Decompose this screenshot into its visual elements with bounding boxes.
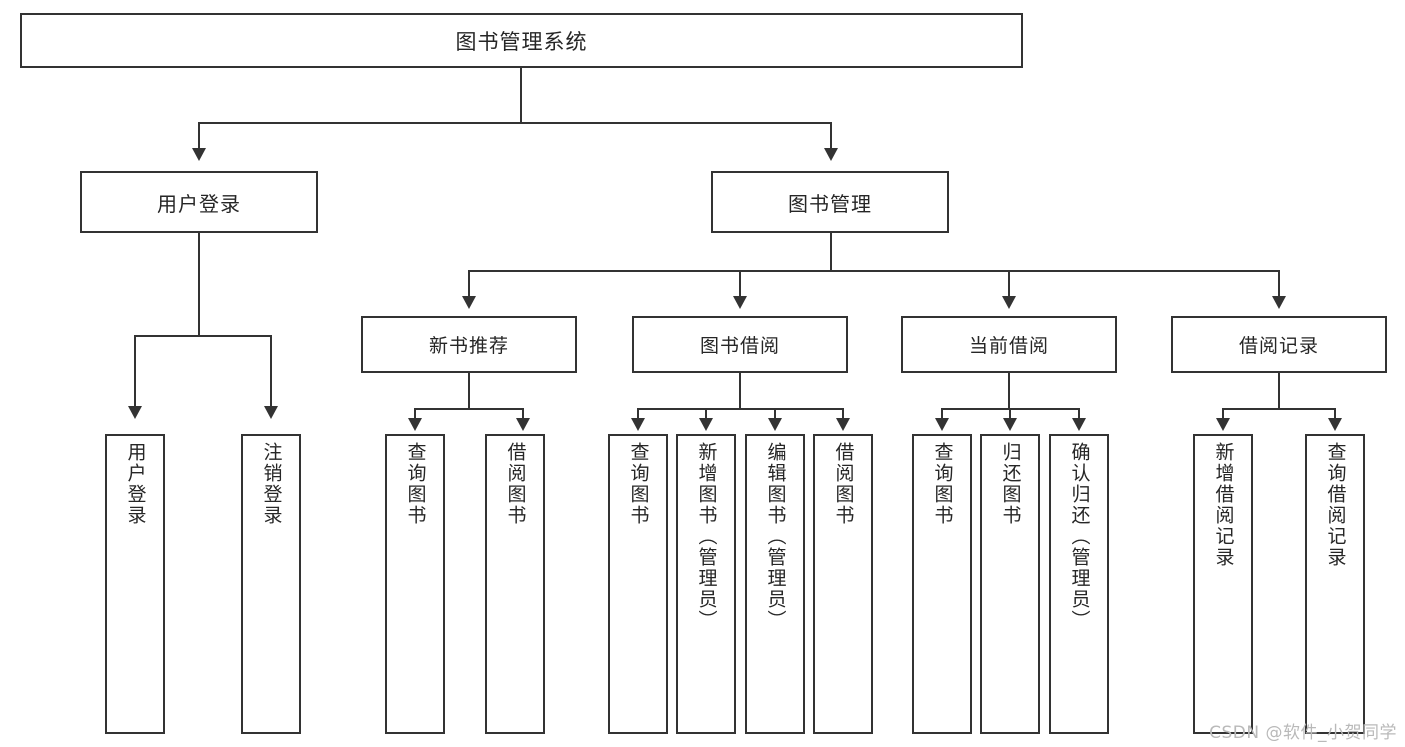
node-new-book-recommend-label: 新书推荐 xyxy=(428,335,509,357)
leaf-borrow-record-query[interactable]: 查询借阅记录 xyxy=(1305,434,1365,734)
connector-book-borrow-to-leaf-3 xyxy=(774,408,776,420)
arrow-new-book-to-leaf-1 xyxy=(408,418,422,431)
leaf-book-borrow-edit[interactable]: 编辑图书（管理员） xyxy=(745,434,805,734)
leaf-current-borrow-query[interactable]: 查询图书 xyxy=(912,434,972,734)
leaf-current-borrow-return-label: 归还图书 xyxy=(999,442,1022,526)
arrow-book-borrow-to-leaf-2 xyxy=(699,418,713,431)
leaf-book-borrow-borrow[interactable]: 借阅图书 xyxy=(813,434,873,734)
leaf-new-book-query[interactable]: 查询图书 xyxy=(385,434,445,734)
node-book-borrow[interactable]: 图书借阅 xyxy=(632,316,848,373)
connector-book-mgmt-to-new-book xyxy=(468,270,470,298)
connector-current-borrow-to-leaf-3 xyxy=(1078,408,1080,420)
leaf-current-borrow-return[interactable]: 归还图书 xyxy=(980,434,1040,734)
connector-current-borrow-to-leaf-2 xyxy=(1009,408,1011,420)
node-borrow-record-label: 借阅记录 xyxy=(1238,335,1319,357)
arrow-root-to-book-mgmt xyxy=(824,148,838,161)
leaf-user-login-logout[interactable]: 注销登录 xyxy=(241,434,301,734)
connector-book-borrow-to-leaf-2 xyxy=(705,408,707,420)
arrow-book-borrow-to-leaf-1 xyxy=(631,418,645,431)
connector-book-borrow-stem xyxy=(739,373,741,409)
connector-book-borrow-to-leaf-4 xyxy=(842,408,844,420)
connector-user-login-bus xyxy=(134,335,270,337)
connector-book-mgmt-to-borrow-record xyxy=(1278,270,1280,298)
connector-current-borrow-to-leaf-1 xyxy=(941,408,943,420)
connector-root-stem xyxy=(520,68,522,123)
leaf-book-borrow-query-label: 查询图书 xyxy=(627,442,650,526)
arrow-borrow-record-to-leaf-1 xyxy=(1216,418,1230,431)
connector-book-mgmt-bus xyxy=(468,270,1279,272)
node-borrow-record[interactable]: 借阅记录 xyxy=(1171,316,1387,373)
connector-user-login-to-leaf-2 xyxy=(270,335,272,408)
leaf-book-borrow-add-label: 新增图书（管理员） xyxy=(695,442,718,631)
node-current-borrow-label: 当前借阅 xyxy=(968,335,1049,357)
connector-new-book-to-leaf-2 xyxy=(522,408,524,420)
connector-book-borrow-bus xyxy=(637,408,844,410)
leaf-user-login-logout-label: 注销登录 xyxy=(260,442,283,526)
node-user-login[interactable]: 用户登录 xyxy=(80,171,318,233)
arrow-book-mgmt-to-borrow-record xyxy=(1272,296,1286,309)
connector-new-book-stem xyxy=(468,373,470,409)
connector-root-bus xyxy=(198,122,832,124)
connector-book-mgmt-to-book-borrow xyxy=(739,270,741,298)
node-book-management[interactable]: 图书管理 xyxy=(711,171,949,233)
leaf-current-borrow-confirm-return[interactable]: 确认归还（管理员） xyxy=(1049,434,1109,734)
leaf-borrow-record-add[interactable]: 新增借阅记录 xyxy=(1193,434,1253,734)
leaf-book-borrow-edit-label: 编辑图书（管理员） xyxy=(764,442,787,631)
leaf-user-login-login-label: 用户登录 xyxy=(124,442,147,526)
arrow-current-borrow-to-leaf-1 xyxy=(935,418,949,431)
node-current-borrow[interactable]: 当前借阅 xyxy=(901,316,1117,373)
node-root-system[interactable]: 图书管理系统 xyxy=(20,13,1023,68)
connector-book-borrow-to-leaf-1 xyxy=(637,408,639,420)
connector-user-login-stem xyxy=(198,233,200,336)
arrow-book-borrow-to-leaf-4 xyxy=(836,418,850,431)
arrow-user-login-to-leaf-2 xyxy=(264,406,278,419)
leaf-current-borrow-confirm-return-label: 确认归还（管理员） xyxy=(1068,442,1091,631)
leaf-new-book-query-label: 查询图书 xyxy=(404,442,427,526)
watermark-text: CSDN @软件_小贺同学 xyxy=(1209,723,1397,743)
arrow-book-mgmt-to-new-book xyxy=(462,296,476,309)
connector-root-to-user-login xyxy=(198,122,200,150)
connector-current-borrow-stem xyxy=(1008,373,1010,409)
connector-borrow-record-to-leaf-2 xyxy=(1334,408,1336,420)
arrow-book-mgmt-to-current-borrow xyxy=(1002,296,1016,309)
arrow-user-login-to-leaf-1 xyxy=(128,406,142,419)
arrow-current-borrow-to-leaf-2 xyxy=(1003,418,1017,431)
leaf-borrow-record-add-label: 新增借阅记录 xyxy=(1212,442,1235,568)
leaf-new-book-borrow[interactable]: 借阅图书 xyxy=(485,434,545,734)
connector-borrow-record-to-leaf-1 xyxy=(1222,408,1224,420)
node-new-book-recommend[interactable]: 新书推荐 xyxy=(361,316,577,373)
connector-new-book-to-leaf-1 xyxy=(414,408,416,420)
leaf-current-borrow-query-label: 查询图书 xyxy=(931,442,954,526)
connector-user-login-to-leaf-1 xyxy=(134,335,136,408)
connector-new-book-bus xyxy=(414,408,524,410)
leaf-book-borrow-borrow-label: 借阅图书 xyxy=(832,442,855,526)
arrow-new-book-to-leaf-2 xyxy=(516,418,530,431)
leaf-book-borrow-query[interactable]: 查询图书 xyxy=(608,434,668,734)
arrow-current-borrow-to-leaf-3 xyxy=(1072,418,1086,431)
connector-root-to-book-mgmt xyxy=(830,122,832,150)
leaf-book-borrow-add[interactable]: 新增图书（管理员） xyxy=(676,434,736,734)
connector-borrow-record-bus xyxy=(1222,408,1336,410)
node-book-management-label: 图书管理 xyxy=(788,191,872,216)
leaf-borrow-record-query-label: 查询借阅记录 xyxy=(1324,442,1347,568)
arrow-book-borrow-to-leaf-3 xyxy=(768,418,782,431)
arrow-root-to-user-login xyxy=(192,148,206,161)
arrow-book-mgmt-to-book-borrow xyxy=(733,296,747,309)
arrow-borrow-record-to-leaf-2 xyxy=(1328,418,1342,431)
leaf-user-login-login[interactable]: 用户登录 xyxy=(105,434,165,734)
leaf-new-book-borrow-label: 借阅图书 xyxy=(504,442,527,526)
connector-book-mgmt-to-current-borrow xyxy=(1008,270,1010,298)
connector-borrow-record-stem xyxy=(1278,373,1280,409)
node-book-borrow-label: 图书借阅 xyxy=(699,335,780,357)
node-root-system-label: 图书管理系统 xyxy=(455,29,588,54)
connector-book-mgmt-stem xyxy=(830,233,832,271)
node-user-login-label: 用户登录 xyxy=(157,191,241,216)
